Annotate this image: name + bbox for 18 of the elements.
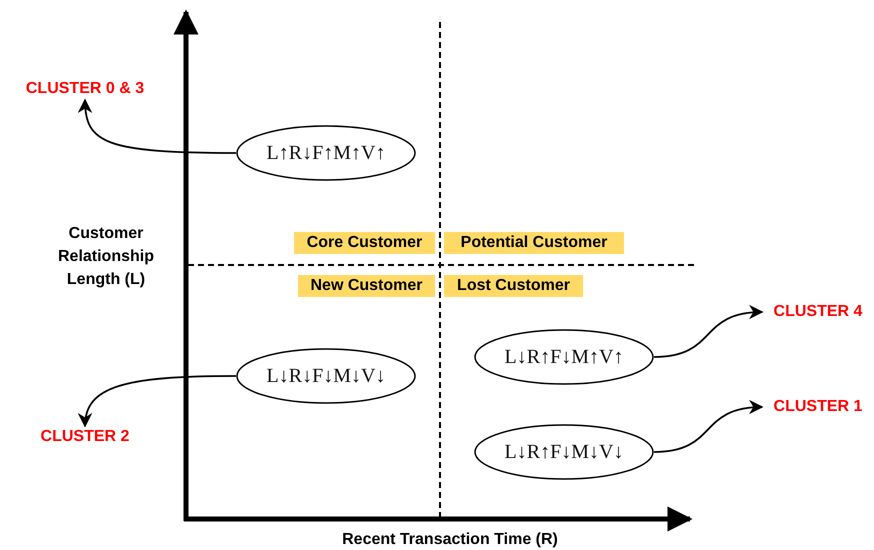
attribute-trend-text: L↓R↓F↓M↓V↓ [266,364,386,388]
attribute-trend-text: L↑R↓F↑M↑V↑ [266,142,386,164]
curved-arrow [79,375,236,428]
curved-arrow [654,400,764,453]
curved-arrow [78,98,236,154]
cluster-label: CLUSTER 0 & 3 [10,78,160,100]
quadrant-label: Core Customer [294,232,435,254]
curved-arrow [654,306,764,358]
cluster-label: CLUSTER 4 [762,301,874,323]
quadrant-label: Lost Customer [444,275,583,297]
cluster-label: CLUSTER 2 [28,426,142,448]
attribute-trend-text: L↓R↑F↓M↑V↑ [504,346,624,368]
axis-title: Recent Transaction Time (R) [341,530,559,550]
cluster-label: CLUSTER 1 [762,396,874,418]
quadrant-label: Potential Customer [444,232,624,254]
quadrant-label: New Customer [298,275,435,297]
axis-title: Customer Relationship Length (L) [56,224,155,290]
attribute-trend-text: L↓R↑F↓M↓V↓ [504,440,624,464]
